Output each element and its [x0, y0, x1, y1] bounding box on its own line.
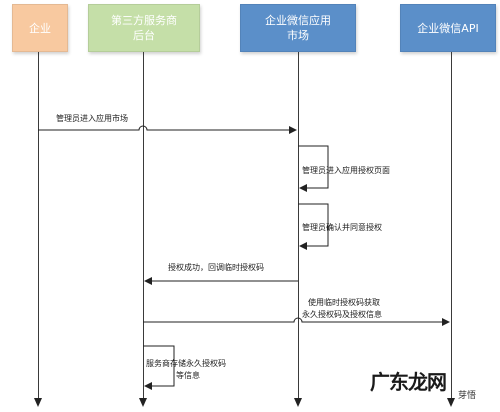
actor-wecom-api-label: 企业微信API: [417, 21, 479, 35]
lifeline-third-party: [143, 52, 144, 398]
actor-app-market-label: 企业微信应用 市场: [265, 14, 331, 42]
message-confirm-auth: 管理员确认并同意授权: [302, 223, 382, 232]
message-auth-page: 管理员进入应用授权页面: [302, 166, 390, 175]
lifeline-wecom-api: [451, 52, 452, 398]
message-store-code-1: 服务商存储永久授权码: [146, 359, 226, 368]
actor-app-market: 企业微信应用 市场: [240, 4, 356, 52]
message-enter-market: 管理员进入应用市场: [56, 114, 128, 123]
watermark-sub: 芽悟: [458, 391, 477, 401]
actor-enterprise: 企业: [12, 4, 68, 52]
lifeline-third-party-end: [139, 398, 147, 407]
arrow-store-code-loop: [143, 345, 175, 390]
actor-third-party-backend-label: 第三方服务商 后台: [111, 14, 177, 42]
lifeline-enterprise-end: [34, 398, 42, 407]
message-store-code-2: 等信息: [176, 371, 200, 380]
arrow-get-permanent-code: [143, 317, 450, 326]
actor-enterprise-label: 企业: [29, 21, 51, 35]
arrow-auth-page-loop: [298, 145, 329, 192]
lifeline-enterprise: [38, 52, 39, 398]
watermark-logo: 广东龙网: [370, 370, 447, 394]
arrow-confirm-loop: [298, 203, 329, 250]
lifeline-app-market: [298, 52, 299, 398]
lifeline-wecom-api-end: [447, 398, 455, 407]
lifeline-app-market-end: [294, 398, 302, 407]
arrow-enter-market: [38, 125, 297, 134]
message-get-permanent-code-2: 永久授权码及授权信息: [302, 310, 382, 319]
actor-wecom-api: 企业微信API: [400, 4, 496, 52]
message-callback-temp-code: 授权成功，回调临时授权码: [168, 263, 264, 272]
actor-third-party-backend: 第三方服务商 后台: [88, 4, 200, 52]
message-get-permanent-code-1: 使用临时授权码获取: [308, 298, 380, 307]
